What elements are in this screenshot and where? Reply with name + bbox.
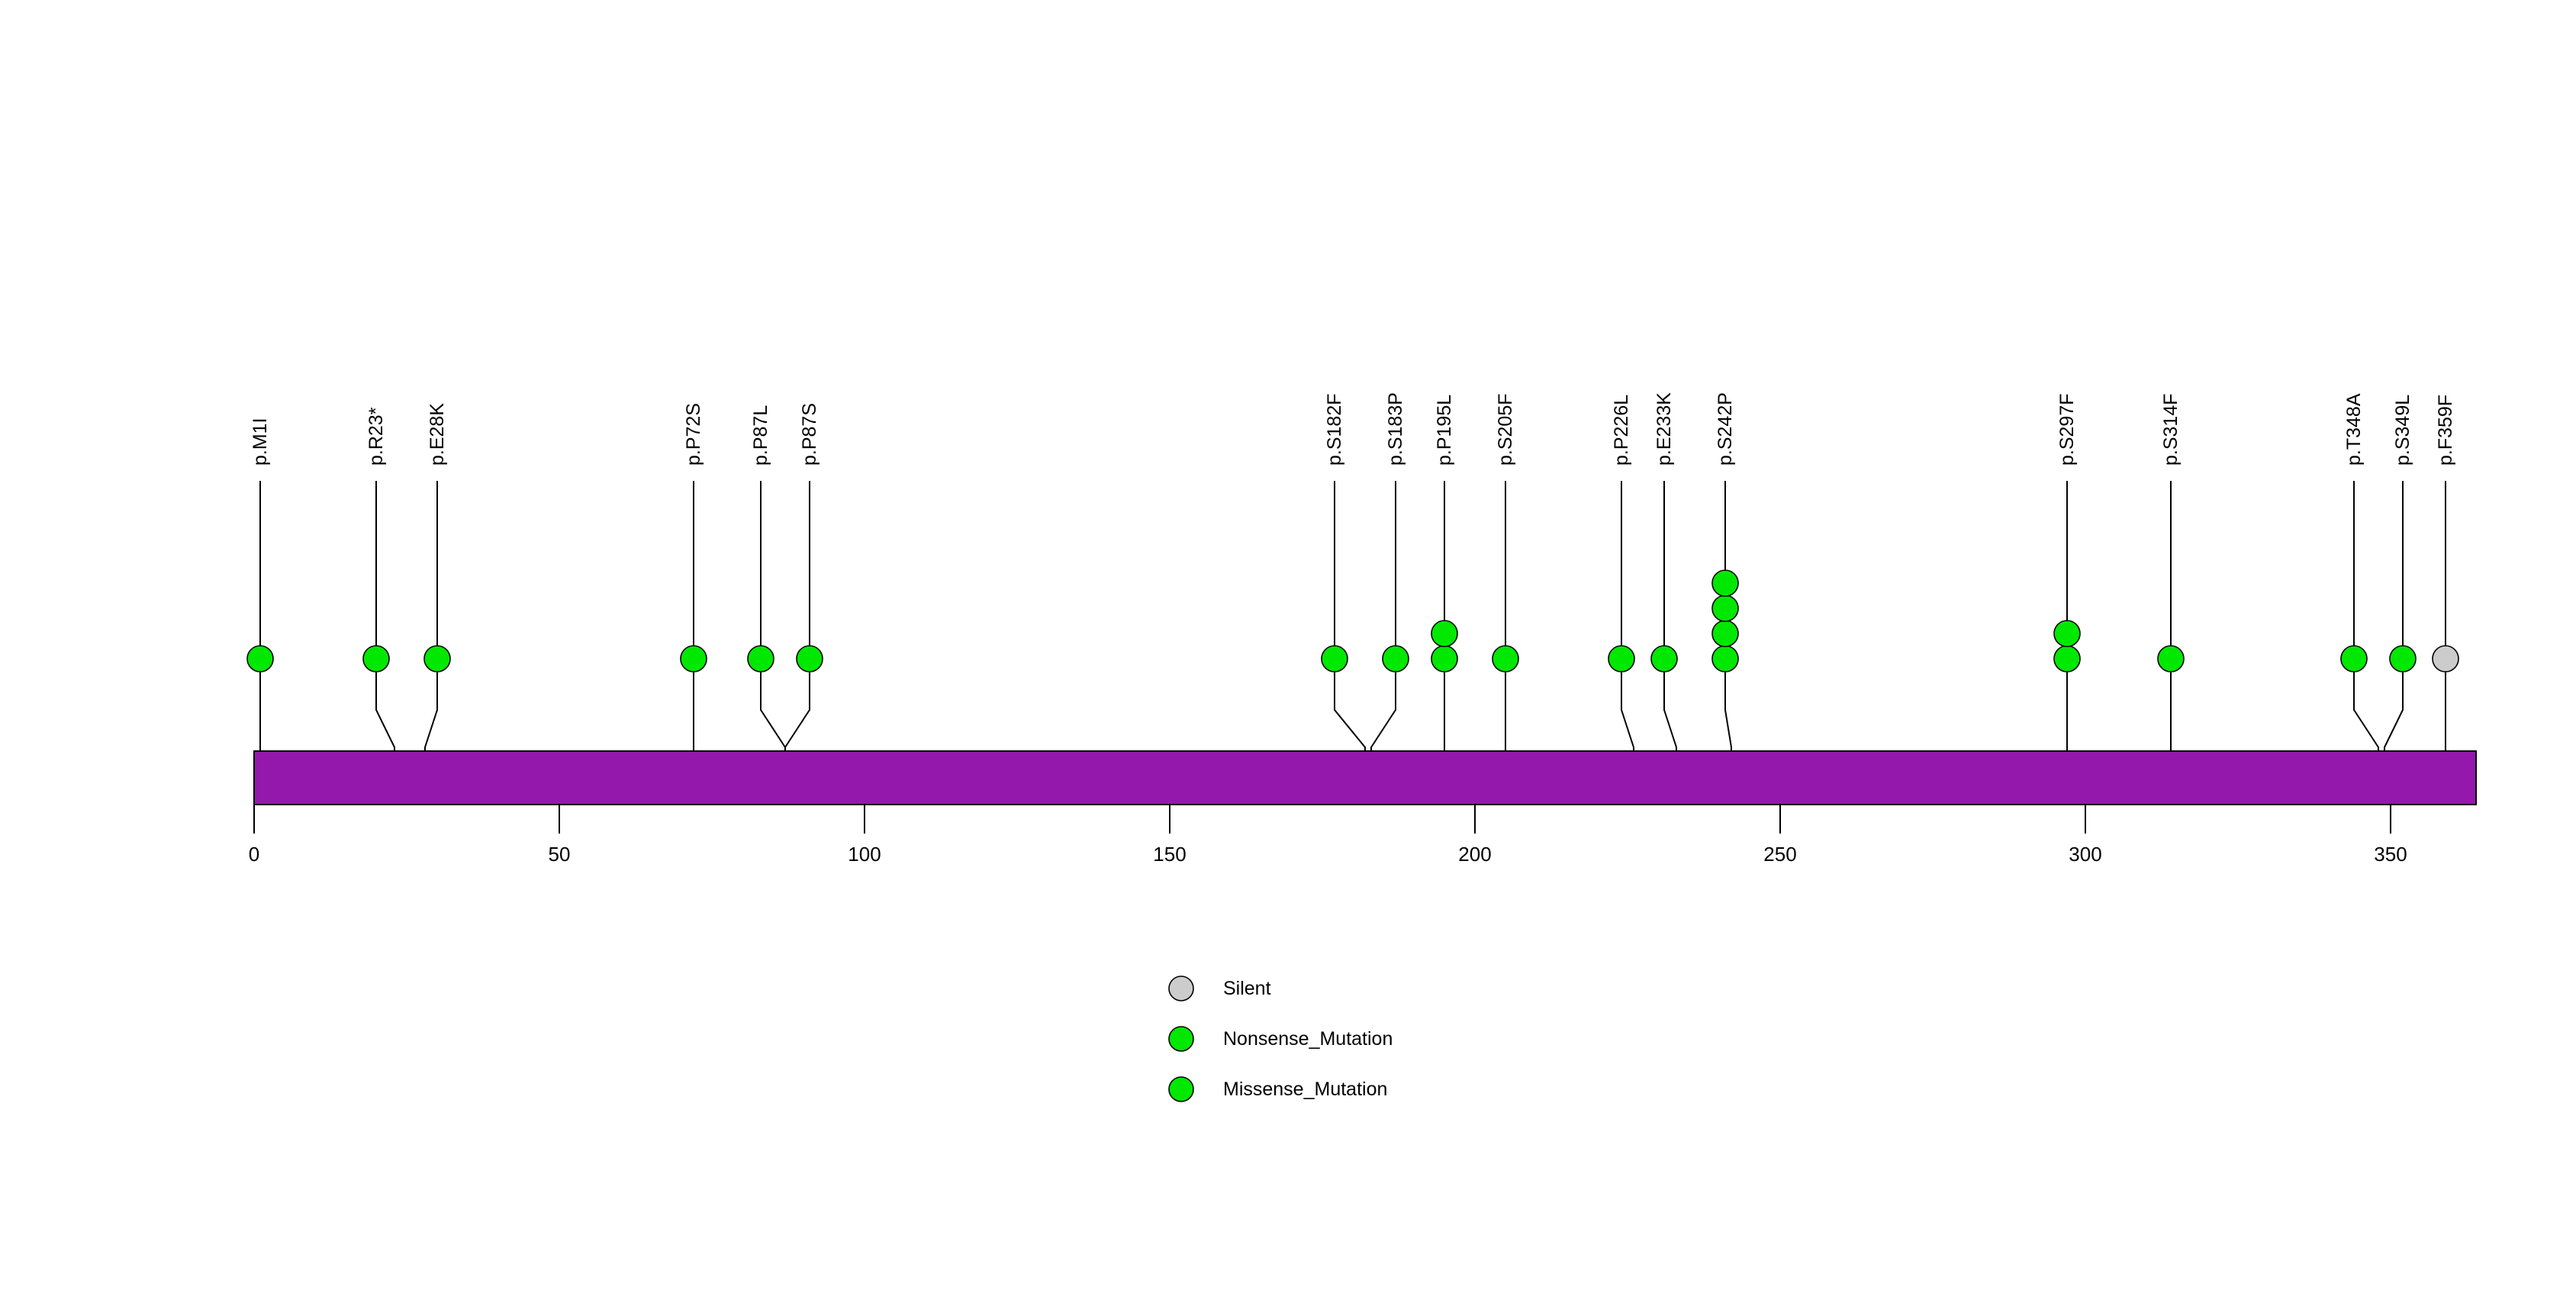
mutation-marker[interactable] [2340,645,2368,672]
mutation-markers-group [246,569,2459,672]
axis-tick-label: 200 [1458,843,1491,866]
mutation-marker[interactable] [1431,645,1458,672]
mutation-marker[interactable] [1492,645,1519,672]
mutation-marker[interactable] [2432,645,2459,672]
mutation-label: p.S297F [2056,393,2078,466]
mutation-marker[interactable] [1711,620,1739,647]
axis-tick-label: 150 [1153,843,1186,866]
mutation-label: p.F359F [2435,395,2456,466]
mutation-label: p.P72S [683,403,704,466]
mutation-marker[interactable] [1711,569,1739,597]
mutation-marker[interactable] [1650,645,1678,672]
axis-tick-label: 0 [249,843,259,866]
mutation-marker[interactable] [1431,620,1458,647]
legend-label: Missense_Mutation [1223,1079,1387,1100]
mutation-label: p.S349L [2392,395,2413,466]
mutation-label: p.T348A [2343,393,2365,466]
mutation-labels-group: p.M1I p.R23* p.E28K p.P72S p.P87L p.P87S p.S18… [250,392,2456,466]
mutation-label: p.P87S [799,403,820,466]
mutation-marker[interactable] [1711,645,1739,672]
axis-tick-label: 100 [848,843,881,866]
mutation-label: p.P195L [1434,395,1455,466]
protein-bar-group [253,750,2477,805]
mutation-label: p.P226L [1611,395,1632,466]
mutation-marker[interactable] [2053,645,2081,672]
mutation-label: p.S182F [1324,393,1345,466]
axis-tick-label: 50 [549,843,571,866]
mutation-label: p.E233K [1653,392,1675,466]
mutation-label: p.M1I [250,418,271,466]
mutation-marker[interactable] [1321,645,1348,672]
mutation-marker[interactable] [1382,645,1409,672]
legend-label: Silent [1223,978,1271,999]
mutation-label: p.P87L [750,405,771,466]
axis-tick-label: 250 [1763,843,1796,866]
mutation-marker[interactable] [796,645,823,672]
mutation-marker[interactable] [362,645,390,672]
axis-tick-label: 300 [2069,843,2101,866]
mutation-label: p.E28K [427,403,448,466]
legend-swatch[interactable] [1168,976,1194,1001]
mutation-label: p.S205F [1495,393,1516,466]
x-axis-group: 0 50 100 150 200 250 300 350 [249,805,2407,866]
legend-swatch[interactable] [1168,1076,1194,1102]
mutation-marker[interactable] [1711,595,1739,622]
axis-tick-label: 350 [2374,843,2407,866]
mutation-marker[interactable] [246,645,274,672]
mutation-marker[interactable] [1608,645,1635,672]
mutation-label: p.R23* [365,407,387,466]
mutation-marker[interactable] [2053,620,2081,647]
mutation-label: p.S242P [1715,392,1736,466]
mutation-marker[interactable] [2389,645,2417,672]
mutation-marker[interactable] [680,645,707,672]
mutation-marker[interactable] [423,645,451,672]
mutation-label: p.S314F [2160,393,2182,466]
protein-domain-bar [253,750,2477,805]
legend-swatch[interactable] [1168,1026,1194,1052]
mutation-marker[interactable] [2157,645,2185,672]
legend-label: Nonsense_Mutation [1223,1028,1393,1050]
mutation-marker[interactable] [747,645,774,672]
mutation-label: p.S183P [1385,392,1406,466]
